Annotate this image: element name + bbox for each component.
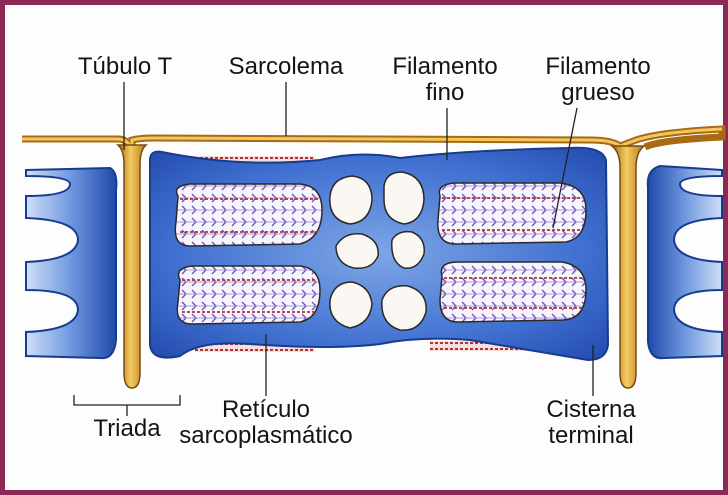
t-tubule-left <box>118 145 146 388</box>
label-tubulo-t: Túbulo T <box>55 54 195 80</box>
terminal-cistern-right <box>648 166 722 358</box>
label-cisterna-line1: Cisterna <box>516 397 666 423</box>
myofibril-lower-left <box>177 266 320 324</box>
t-tubule-right <box>612 146 644 388</box>
label-sarcolema: Sarcolema <box>210 54 362 80</box>
label-filamento-fino-line1: Filamento <box>375 54 515 80</box>
label-filamento-fino-line2: fino <box>375 80 515 106</box>
myofibril-lower-right <box>440 262 586 322</box>
label-cisterna-line2: terminal <box>516 423 666 449</box>
label-reticulo-line1: Retículo <box>186 397 346 423</box>
label-triada: Triada <box>62 416 192 442</box>
label-reticulo-line2: sarcoplasmático <box>176 423 356 449</box>
myofibril-upper-right <box>438 183 586 244</box>
sarcoplasmic-reticulum <box>150 148 608 360</box>
terminal-cistern-left <box>26 168 116 358</box>
label-filamento-grueso-line1: Filamento <box>528 54 668 80</box>
label-filamento-grueso-line2: grueso <box>528 80 668 106</box>
myofibril-upper-left <box>175 184 322 246</box>
